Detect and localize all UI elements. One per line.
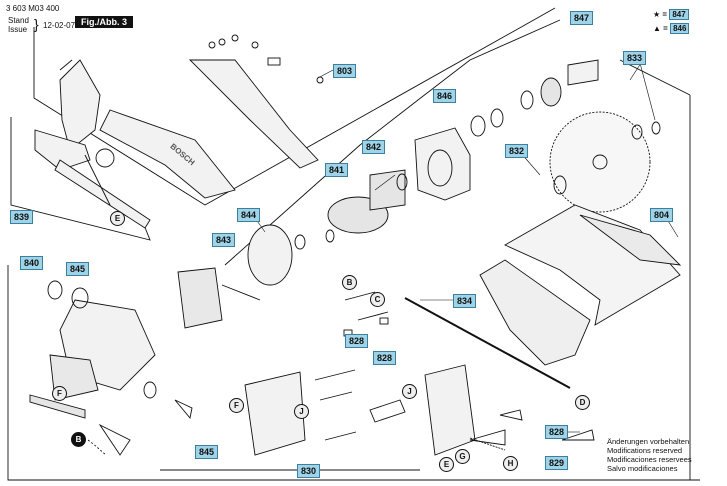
figure-label: Fig./Abb. 3 bbox=[75, 16, 133, 28]
callout-834: 834 bbox=[453, 294, 477, 308]
brace-symbol: } bbox=[34, 16, 39, 32]
triangle-icon: ▲ bbox=[653, 24, 661, 33]
callout-842: 842 bbox=[362, 140, 386, 154]
callout-829: 829 bbox=[545, 456, 569, 470]
modification-notes: Änderungen vorbehalten Modifications res… bbox=[607, 437, 692, 473]
stand-label: Stand bbox=[8, 16, 29, 25]
marker-b-hardware: B bbox=[342, 275, 357, 290]
marker-d-hardware: D bbox=[575, 395, 590, 410]
bearing-housing bbox=[247, 224, 293, 286]
group-leader-843 bbox=[224, 19, 561, 266]
legend-triangle-ref: 846 bbox=[670, 23, 690, 34]
marker-j-switch: J bbox=[402, 384, 417, 399]
upper-guard-arm bbox=[99, 109, 236, 199]
legend-triangle-row: ▲ = 846 bbox=[653, 23, 690, 34]
legend-star-ref: 847 bbox=[669, 9, 689, 20]
stator bbox=[177, 267, 223, 329]
issue-label: Issue bbox=[8, 25, 28, 34]
callout-830: 830 bbox=[297, 464, 321, 478]
marker-f-cover: F bbox=[229, 398, 244, 413]
callout-804: 804 bbox=[650, 208, 674, 222]
document-number: 3 603 M03 400 bbox=[6, 4, 60, 13]
callout-839: 839 bbox=[10, 210, 34, 224]
switch-housing bbox=[424, 364, 476, 456]
legend-star-row: ★ = 847 bbox=[653, 9, 689, 20]
callout-828-d: 828 bbox=[545, 425, 569, 439]
note-line: Salvo modificaciones bbox=[607, 464, 678, 473]
callout-828-b: 828 bbox=[345, 334, 369, 348]
cover-plate bbox=[244, 371, 306, 456]
issue-date: 12-02-07 bbox=[43, 21, 76, 30]
callout-840: 840 bbox=[20, 256, 44, 270]
callout-841: 841 bbox=[325, 163, 349, 177]
group-840-boundary bbox=[7, 265, 700, 481]
linkage-plate bbox=[34, 129, 91, 171]
marker-b-housing: B bbox=[71, 432, 86, 447]
callout-828-c: 828 bbox=[373, 351, 397, 365]
marker-c-hardware: C bbox=[370, 292, 385, 307]
note-line: Modifications reserved bbox=[607, 446, 683, 455]
note-line: Modificaciones reservees bbox=[607, 455, 692, 464]
equals-sign: = bbox=[663, 24, 668, 33]
long-rod bbox=[404, 297, 571, 389]
callout-833: 833 bbox=[623, 51, 647, 65]
marker-f-housing: F bbox=[52, 386, 67, 401]
callout-845-bottom: 845 bbox=[195, 445, 219, 459]
callout-846: 846 bbox=[433, 89, 457, 103]
star-icon: ★ bbox=[653, 10, 661, 19]
marker-e-linkage: E bbox=[110, 211, 125, 226]
callout-832: 832 bbox=[505, 144, 529, 158]
callout-803: 803 bbox=[333, 64, 357, 78]
marker-e-switch: E bbox=[439, 457, 454, 472]
marker-g-switch: G bbox=[455, 449, 470, 464]
group-803-boundary bbox=[33, 7, 556, 206]
marker-h-switch: H bbox=[503, 456, 518, 471]
saw-blade bbox=[549, 111, 651, 213]
marker-j-cover: J bbox=[294, 404, 309, 419]
note-line: Änderungen vorbehalten bbox=[607, 437, 690, 446]
equals-sign: = bbox=[662, 10, 668, 19]
callout-847: 847 bbox=[570, 11, 594, 25]
callout-843: 843 bbox=[212, 233, 236, 247]
callout-844: 844 bbox=[237, 208, 261, 222]
callout-845-top: 845 bbox=[66, 262, 90, 276]
gear-housing bbox=[414, 127, 471, 201]
